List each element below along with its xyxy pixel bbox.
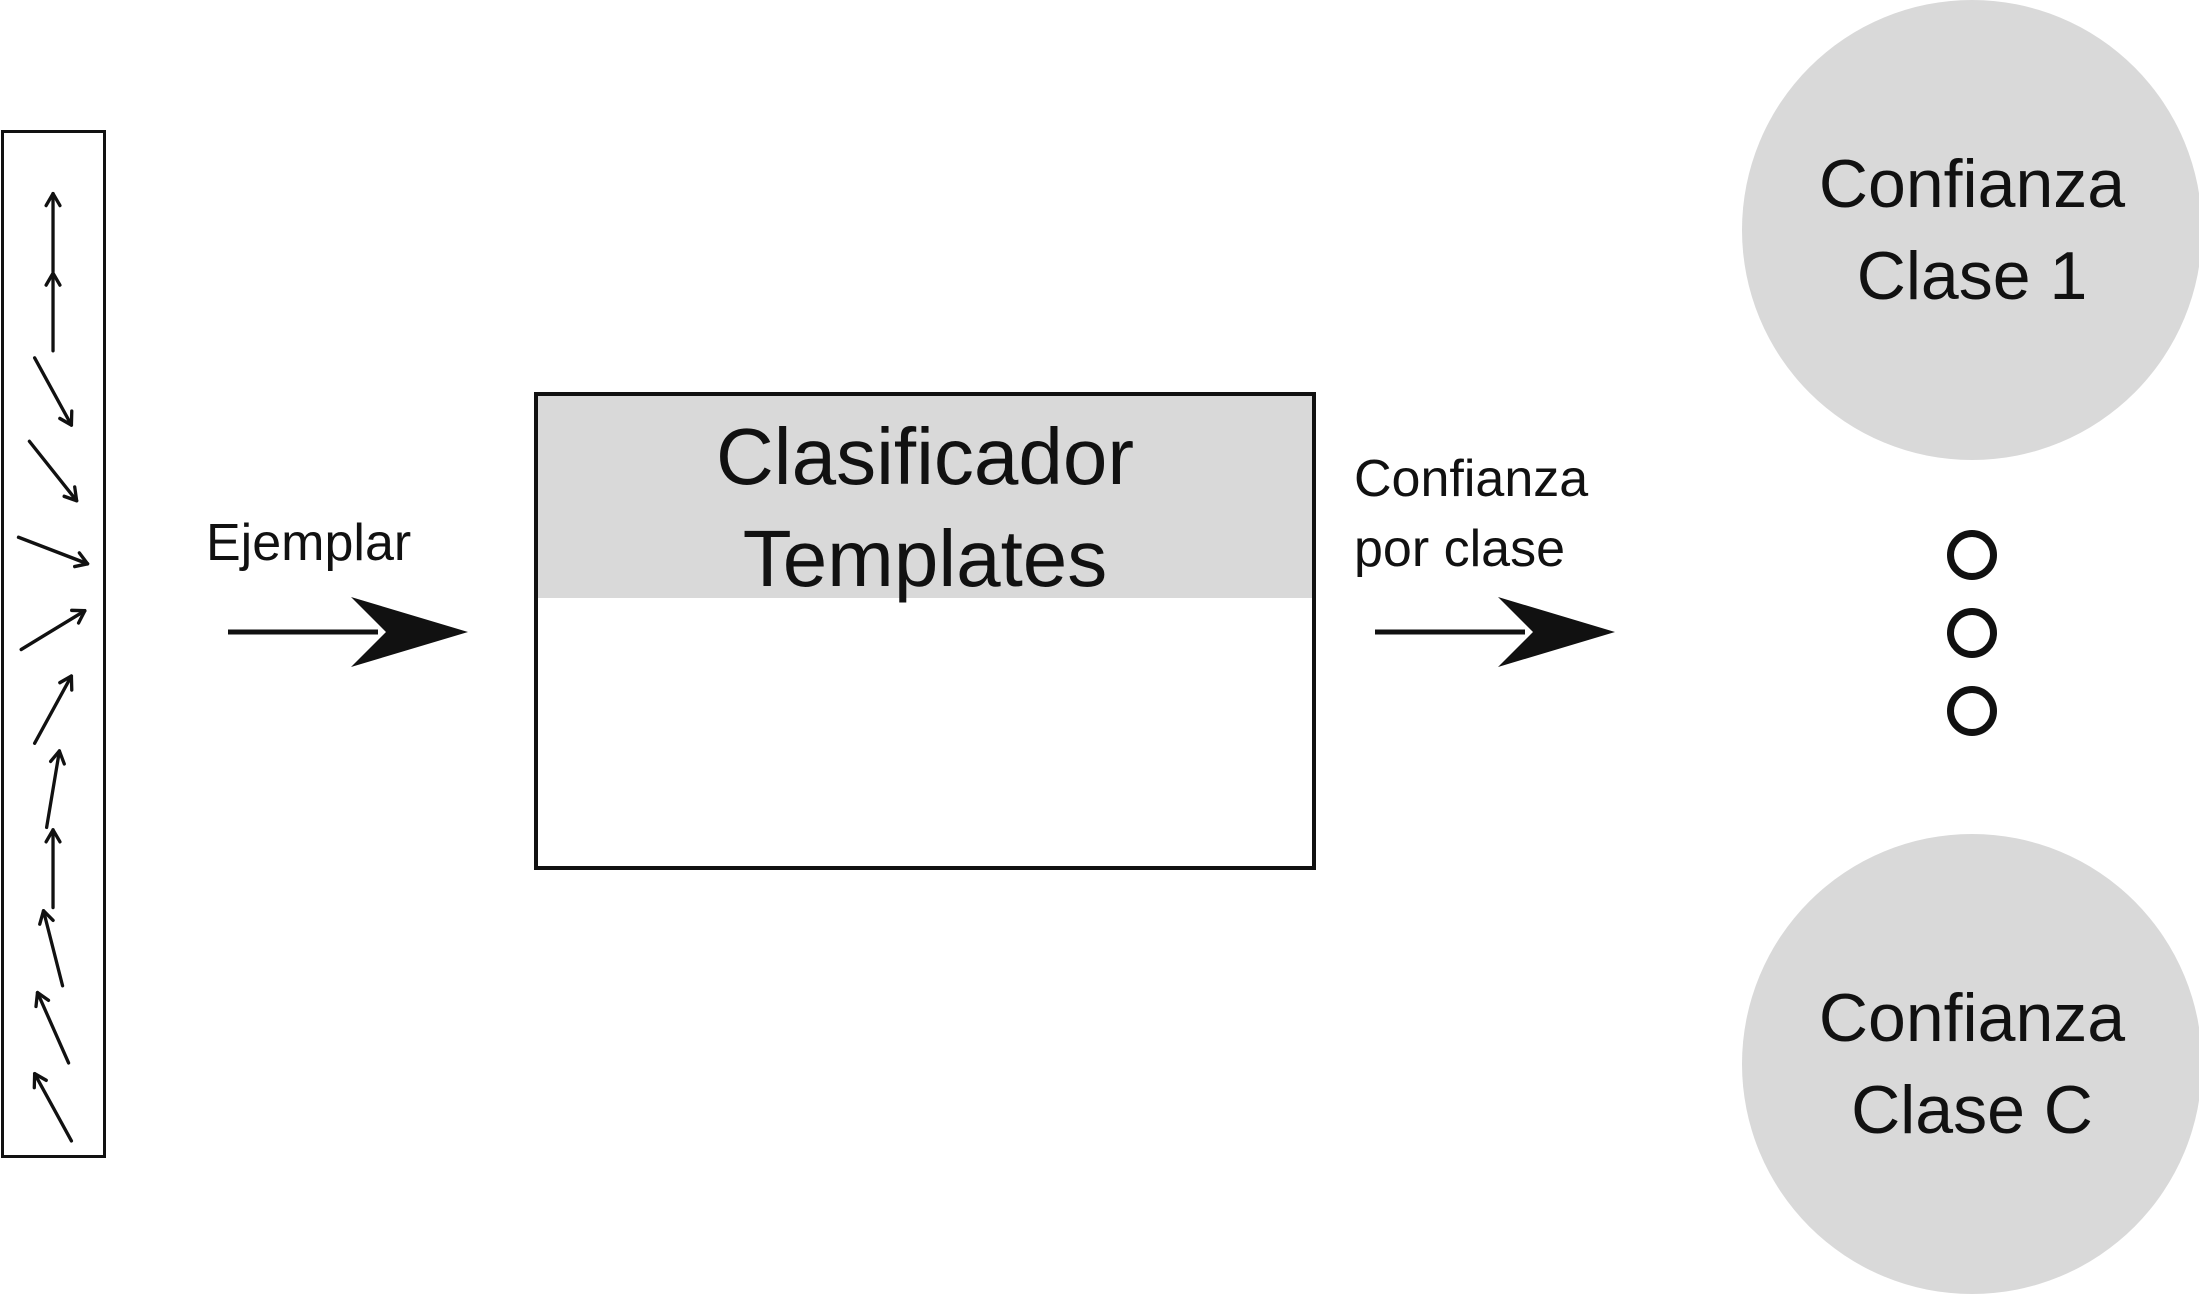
output-label-line1: Confianza bbox=[1354, 450, 1589, 508]
orientation-arrow bbox=[38, 909, 65, 988]
ellipsis-dot bbox=[1947, 530, 1997, 580]
orientation-arrow bbox=[32, 1071, 74, 1143]
input-arrow bbox=[228, 597, 468, 667]
classifier-title-line1: Clasificador bbox=[716, 412, 1134, 501]
output-arrow bbox=[1375, 597, 1615, 667]
orientation-arrow bbox=[16, 535, 90, 569]
orientation-arrow bbox=[32, 674, 74, 745]
class-confidence-circle-c: Confianza Clase C bbox=[1742, 834, 2199, 1294]
class-c-line1: Confianza bbox=[1818, 980, 2126, 1056]
output-label: Confianza por clase bbox=[1354, 444, 1588, 584]
output-label-line2: por clase bbox=[1354, 520, 1565, 579]
ellipsis-dot bbox=[1947, 608, 1997, 658]
orientation-arrow bbox=[27, 439, 79, 503]
classifier-title-line2: Templates bbox=[742, 514, 1108, 603]
orientation-arrow bbox=[34, 990, 71, 1065]
feature-vector-arrows bbox=[16, 191, 90, 1143]
class-c-line2: Clase C bbox=[1851, 1072, 2093, 1148]
orientation-arrow bbox=[44, 191, 62, 273]
orientation-arrow bbox=[44, 749, 66, 830]
input-label: Ejemplar bbox=[206, 514, 412, 572]
orientation-arrow bbox=[19, 608, 87, 652]
orientation-arrow bbox=[44, 271, 62, 353]
classifier-header bbox=[538, 396, 1312, 598]
ellipsis bbox=[1944, 530, 2000, 736]
classifier-title: Clasificador Templates bbox=[538, 406, 1312, 610]
ellipsis-dot bbox=[1947, 686, 1997, 736]
feature-vector bbox=[1, 130, 106, 1158]
orientation-arrow bbox=[32, 356, 74, 427]
orientation-arrow bbox=[44, 828, 62, 910]
class-1-line1: Confianza bbox=[1818, 146, 2126, 222]
classifier-box: Clasificador Templates bbox=[534, 392, 1316, 870]
class-1-line2: Clase 1 bbox=[1856, 238, 2088, 314]
class-confidence-circle-1: Confianza Clase 1 bbox=[1742, 0, 2199, 460]
